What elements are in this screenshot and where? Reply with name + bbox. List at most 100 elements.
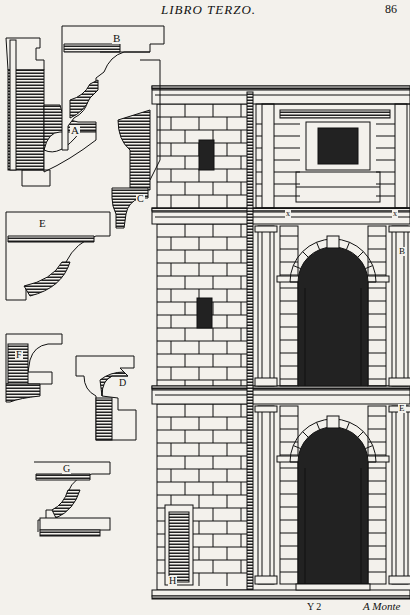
ashlar-joint (199, 495, 200, 508)
ashlar-course (256, 172, 262, 173)
profile-face (10, 40, 16, 170)
ashlar-course (368, 507, 386, 508)
pilaster (262, 104, 274, 208)
voussoir (368, 282, 376, 283)
ashlar-course (368, 455, 386, 456)
ashlar-course (274, 172, 300, 173)
ashlar-joint (213, 104, 214, 117)
ashlar-joint (227, 341, 228, 354)
rusticated-wall (157, 92, 249, 590)
voussoir (317, 422, 320, 429)
ashlar-course (280, 366, 298, 367)
ashlar-joint (171, 341, 172, 354)
moulding-profile (70, 80, 98, 118)
ashlar-course (280, 236, 298, 237)
profile-section (96, 398, 112, 440)
ashlar-joint (171, 367, 172, 380)
ashlar-course (256, 148, 262, 149)
ashlar-course (368, 468, 386, 469)
ashlar-joint (213, 534, 214, 547)
ashlar-course (274, 160, 300, 161)
ashlar-course (376, 160, 395, 161)
moulding-profile (76, 356, 136, 440)
column (392, 406, 408, 584)
ashlar-joint (199, 341, 200, 354)
ashlar-joint (171, 263, 172, 276)
fillet (40, 518, 110, 530)
ashlar-course (157, 354, 249, 355)
ashlar-course (280, 379, 298, 380)
ashlar-course (368, 236, 386, 237)
window-opening (318, 128, 358, 164)
voussoir (303, 432, 309, 438)
ashlar-joint (241, 560, 242, 573)
voussoir (290, 462, 298, 463)
ashlar-course (280, 533, 298, 534)
ashlar-joint (185, 104, 186, 117)
ashlar-joint (241, 482, 242, 495)
ashlar-joint (185, 354, 186, 367)
ashlar-joint (241, 456, 242, 469)
callout-letter: A (70, 125, 80, 136)
ashlar-course (157, 482, 249, 483)
ashlar-joint (241, 508, 242, 521)
column (258, 406, 274, 584)
ashlar-course (274, 136, 300, 137)
ashlar-course (274, 196, 300, 197)
callout-letter: B (398, 247, 406, 256)
panel (296, 172, 380, 202)
ashlar-course (368, 546, 386, 547)
ashlar-course (368, 416, 386, 417)
ashlar-course (280, 416, 298, 417)
moulding-profile (118, 110, 150, 190)
pier (368, 226, 386, 386)
ashlar-joint (241, 224, 242, 237)
ashlar-joint (227, 521, 228, 534)
ashlar-joint (199, 237, 200, 250)
moulding-profile (24, 262, 70, 296)
ashlar-course (368, 572, 386, 573)
moulding-profile (44, 132, 96, 172)
ashlar-course (376, 136, 395, 137)
ashlar-joint (185, 482, 186, 495)
ashlar-course (157, 456, 249, 457)
ashlar-course (280, 572, 298, 573)
cornice-line (155, 95, 410, 96)
cornice-line (152, 90, 410, 91)
capital (255, 406, 277, 412)
callout-letter: x (392, 210, 398, 218)
capital (255, 226, 277, 232)
pier (368, 406, 386, 584)
ashlar-joint (227, 237, 228, 250)
impost (277, 276, 301, 282)
voussoir (358, 432, 364, 438)
cornice-shadow (152, 86, 410, 89)
column (258, 226, 274, 386)
upper-storey (256, 104, 410, 208)
impost (277, 456, 301, 462)
plinth (152, 590, 410, 596)
ashlar-course (376, 148, 395, 149)
ashlar-joint (171, 417, 172, 430)
ashlar-course (256, 124, 262, 125)
ashlar-course (280, 314, 298, 315)
moulding-profile (52, 490, 80, 518)
ashlar-joint (241, 250, 242, 263)
ashlar-joint (185, 328, 186, 341)
voussoir (303, 252, 309, 258)
cornice-line (152, 390, 410, 391)
ashlar-joint (185, 156, 186, 169)
ashlar-course (368, 314, 386, 315)
ashlar-joint (185, 302, 186, 315)
voussoir (346, 242, 349, 249)
frieze (280, 110, 390, 118)
panel-line (296, 187, 380, 188)
column-base (389, 378, 410, 386)
ashlar-joint (185, 182, 186, 195)
ashlar-joint (185, 130, 186, 143)
ashlar-course (368, 559, 386, 560)
wall-window (197, 298, 212, 328)
ashlar-course (280, 288, 298, 289)
cornice-line (155, 217, 410, 218)
